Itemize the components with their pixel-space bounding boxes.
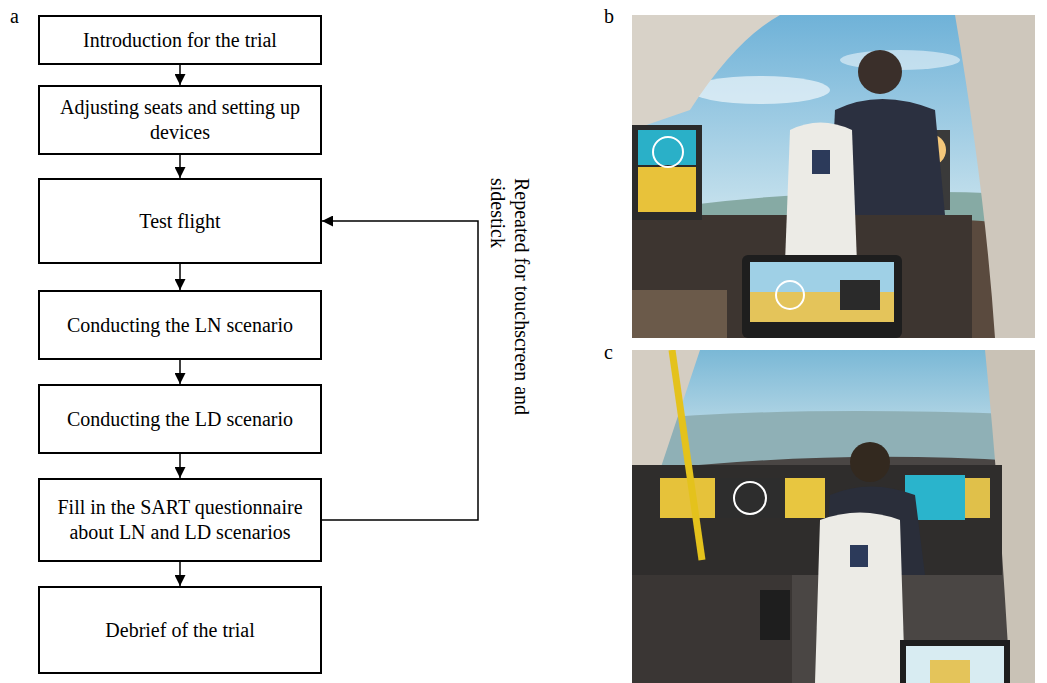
box-text: Debrief of the trial [95,618,264,643]
panel-letter: b [604,4,614,28]
flow-arrow [179,360,181,384]
box-text: Test flight [129,209,230,234]
panel-letter: c [604,340,613,364]
flow-arrow [322,221,478,520]
box-text: Adjusting seats and setting up devices [40,95,320,145]
process-box: Conducting the LD scenario [38,384,322,454]
process-box: Test flight [38,178,322,264]
photo-touchscreen-setup [632,15,1035,338]
flow-arrow [179,155,181,178]
process-box: Debrief of the trial [38,586,322,674]
flow-arrow [179,562,181,586]
photo-sidestick-setup [632,350,1035,683]
flow-arrow [179,454,181,478]
loop-label: Repeated for touchscreen and sidestick [486,178,534,428]
box-text: Introduction for the trial [73,28,287,53]
box-text: Conducting the LD scenario [57,407,303,432]
flow-arrow [179,65,181,85]
process-box: Adjusting seats and setting up devices [38,85,322,155]
panel-letter: a [10,4,19,28]
box-text: Conducting the LN scenario [57,313,303,338]
process-box: Introduction for the trial [38,15,322,65]
flow-arrow [179,264,181,290]
box-text: Fill in the SART questionnaire about LN … [40,495,320,545]
process-box: Conducting the LN scenario [38,290,322,360]
process-box: Fill in the SART questionnaire about LN … [38,478,322,562]
